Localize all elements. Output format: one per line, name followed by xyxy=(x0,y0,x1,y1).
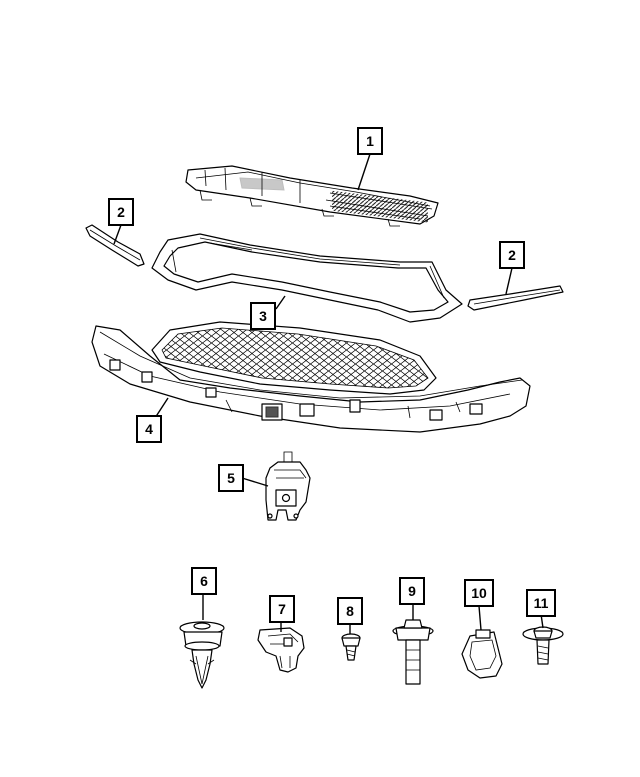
part-5-bracket xyxy=(265,451,311,521)
part-1-upper-grille xyxy=(185,165,439,227)
callout-10-label: 10 xyxy=(471,585,487,601)
callout-11: 11 xyxy=(526,589,556,617)
part-3-bezel-frame xyxy=(151,233,463,323)
callout-4-label: 4 xyxy=(145,421,153,437)
callout-5-label: 5 xyxy=(227,470,235,486)
callout-8: 8 xyxy=(337,597,363,625)
callout-6-label: 6 xyxy=(200,573,208,589)
callout-2-left: 2 xyxy=(108,198,134,226)
callout-3-label: 3 xyxy=(259,308,267,324)
callout-4: 4 xyxy=(136,415,162,443)
callout-1: 1 xyxy=(357,127,383,155)
callout-1-label: 1 xyxy=(366,133,374,149)
part-4-lower-fascia xyxy=(91,321,531,433)
callout-2-right-label: 2 xyxy=(508,247,516,263)
callout-9-label: 9 xyxy=(408,583,416,599)
callout-2-right: 2 xyxy=(499,241,525,269)
part-2-left-trim-strip xyxy=(85,224,145,267)
part-6-push-pin xyxy=(179,621,225,689)
part-11-washer-screw xyxy=(522,626,564,665)
callout-3: 3 xyxy=(250,302,276,330)
callout-10: 10 xyxy=(464,579,494,607)
callout-6: 6 xyxy=(191,567,217,595)
part-8-small-screw xyxy=(341,633,361,661)
callout-5: 5 xyxy=(218,464,244,492)
callout-9: 9 xyxy=(399,577,425,605)
part-7-bracket-clip xyxy=(257,627,305,673)
callout-2-left-label: 2 xyxy=(117,204,125,220)
callout-11-label: 11 xyxy=(534,595,549,611)
part-10-spring-clip xyxy=(461,629,503,679)
leader-lines xyxy=(113,153,544,634)
part-9-bolt xyxy=(392,619,434,685)
part-2-right-trim-strip xyxy=(467,285,564,311)
callout-7-label: 7 xyxy=(278,601,286,617)
callout-8-label: 8 xyxy=(346,603,354,619)
callout-7: 7 xyxy=(269,595,295,623)
